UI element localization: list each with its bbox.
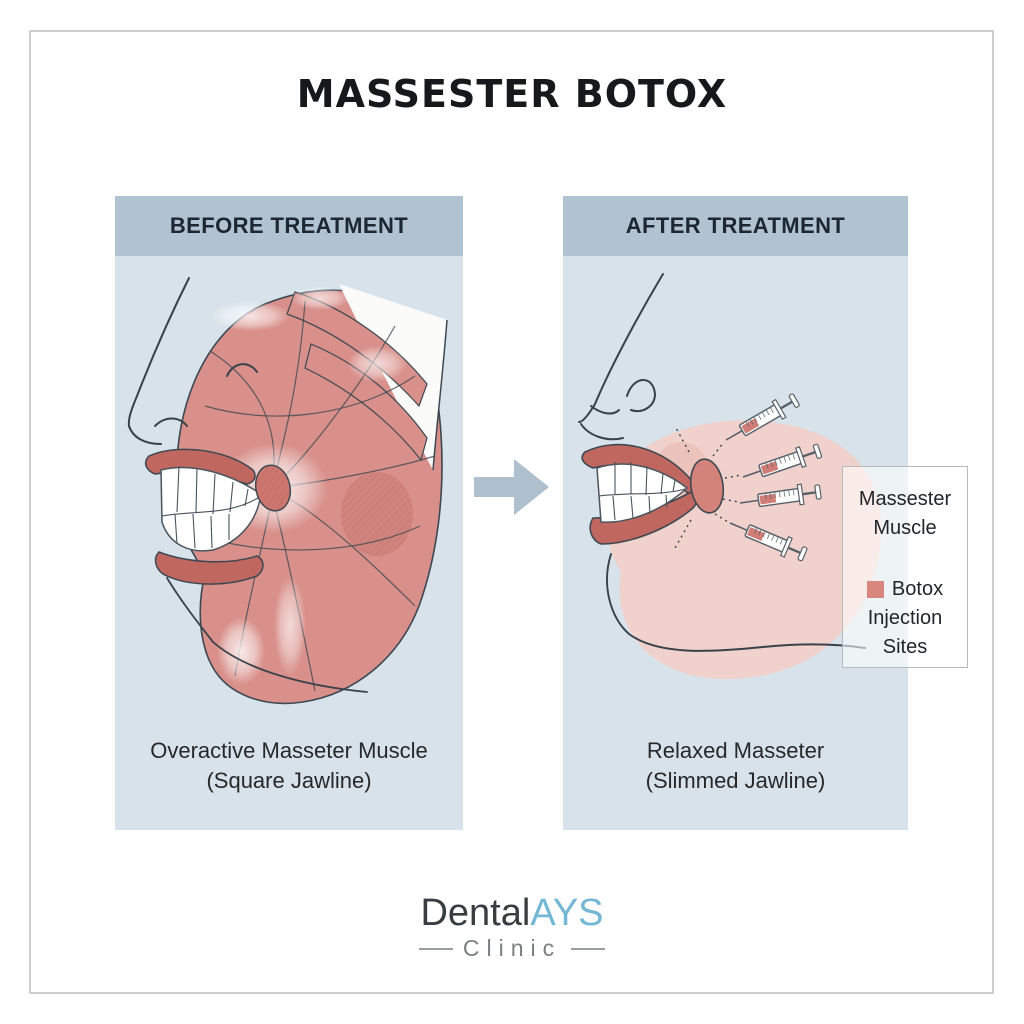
neck-outline <box>606 553 866 652</box>
legend-botox-row: Botox <box>843 575 967 604</box>
after-caption-line1: Relaxed Masseter <box>646 738 825 763</box>
legend-botox-line2: Injection <box>867 607 943 629</box>
before-header-label: BEFORE TREATMENT <box>169 213 409 238</box>
clinic-logo: DentalAYS Clinic <box>0 892 1024 962</box>
before-face-illustration <box>127 277 448 705</box>
nose-outline <box>127 277 258 445</box>
page-title: MASSESTER BOTOX <box>296 72 728 116</box>
after-caption: Relaxed Masseter (Slimmed Jawline) <box>563 736 908 796</box>
logo-brand-ays: AYS <box>530 892 604 934</box>
muscle-hub-oval <box>254 464 292 512</box>
nose-outline <box>578 273 664 441</box>
before-caption-line2: (Square Jawline) <box>206 768 372 793</box>
before-caption: Overactive Masseter Muscle (Square Jawli… <box>115 736 463 796</box>
dashed-rays <box>674 425 742 549</box>
logo-brand: DentalAYS <box>0 892 1024 934</box>
logo-left-dash <box>418 947 453 950</box>
teeth <box>160 465 262 552</box>
legend-box: Massester Muscle Botox Injection Sites <box>842 466 968 668</box>
logo-brand-dental: Dental <box>420 892 531 934</box>
legend-masseter-line2: Muscle <box>873 517 937 539</box>
injection-site-oval <box>689 458 725 514</box>
after-face-illustration <box>578 273 882 680</box>
after-caption-line2: (Slimmed Jawline) <box>645 768 826 793</box>
legend-item-botox-sites: Botox Injection Sites <box>843 575 967 662</box>
before-panel: BEFORE TREATMENT <box>115 196 463 830</box>
cheek-shading <box>341 472 413 556</box>
logo-right-dash <box>571 947 606 950</box>
arrow-right-icon <box>474 459 549 515</box>
botox-swatch <box>866 581 884 598</box>
before-caption-line1: Overactive Masseter Muscle <box>150 738 428 763</box>
lips <box>144 448 264 585</box>
logo-subtitle-row: Clinic <box>0 935 1024 962</box>
legend-botox-line3: Sites <box>882 636 928 658</box>
legend-masseter-line1: Massester <box>858 488 952 510</box>
logo-subtitle: Clinic <box>462 935 562 961</box>
after-header-label: AFTER TREATMENT <box>625 213 846 238</box>
legend-botox-line1: Botox <box>891 578 944 600</box>
teeth <box>596 462 689 523</box>
legend-item-masseter-muscle: Massester Muscle <box>843 485 967 543</box>
neck-outline <box>166 577 368 693</box>
after-panel-header: AFTER TREATMENT <box>563 196 908 256</box>
before-panel-header: BEFORE TREATMENT <box>115 196 463 256</box>
